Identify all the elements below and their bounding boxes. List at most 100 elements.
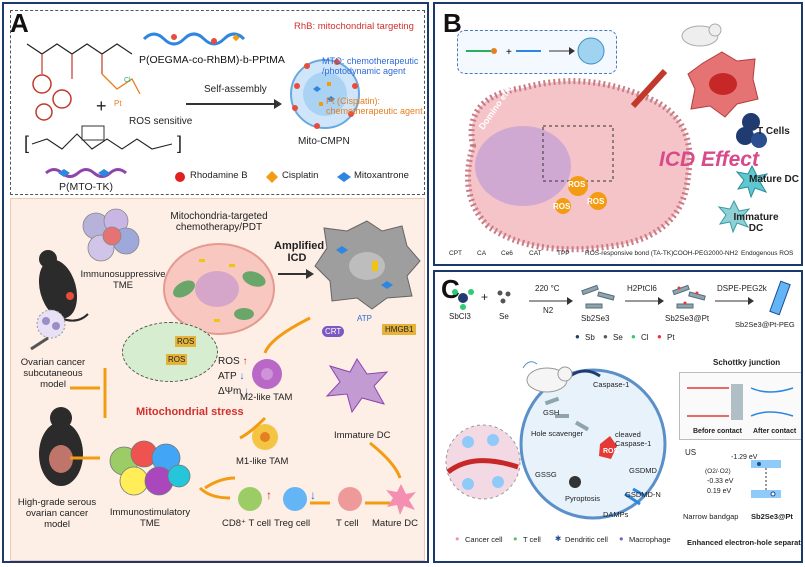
legend-c-tcell: T cell [523, 535, 541, 544]
legend-c-mac-dot: ● [619, 534, 624, 543]
legend-c-dc: Dendritic cell [565, 535, 608, 544]
sb2se3-pt-label: Sb2Se3@Pt [665, 314, 710, 323]
legend-b-endo-ros: Endogenous ROS [741, 250, 794, 257]
dpsi-text: ΔΨm [218, 386, 242, 397]
el-se: Se [613, 333, 623, 342]
sb2se3-label: Sb2Se3 [581, 314, 610, 323]
mature-dc-icon [386, 484, 416, 515]
arrow-c3 [715, 297, 754, 305]
ros-text: ROS [218, 356, 240, 367]
polymer1-structure: Pt Cl [26, 43, 141, 121]
crt-label: CRT [322, 326, 345, 337]
plus-c: + [481, 290, 489, 304]
h2ptcl6-label: H2PtCl6 [627, 284, 657, 293]
immature-dc-icon [325, 358, 389, 414]
syringe-icon [30, 309, 66, 351]
schottky-bands [687, 384, 794, 420]
hgs-model-label: High-grade serous ovarian cancer model [17, 497, 97, 530]
t-cells-label: T Cells [757, 126, 790, 137]
immature-dc-label: Immature DC [334, 430, 391, 441]
t-cell-label: T cell [336, 518, 359, 529]
tumor-cluster-top [82, 208, 140, 262]
mouse-bottom-icon [39, 407, 83, 486]
mature-dc-label-b: Mature DC [749, 174, 800, 185]
o2-label: (O2/·O2) [705, 468, 731, 475]
before-contact: Before contact [693, 428, 743, 435]
atp-indicator: ATP ↓ [218, 371, 245, 382]
self-assembly-label: Self-assembly [204, 84, 267, 95]
panel-b: B + Domino effect ROS ROS ROS ICD Effect… [433, 2, 803, 266]
mito-stress-inset [122, 322, 218, 382]
ros-sensitive-label: ROS sensitive [129, 116, 193, 127]
ros-label-b2: ROS [587, 197, 605, 206]
polymer1-chain-icon [142, 32, 246, 46]
arrow-c2 [625, 297, 664, 305]
sb2se3-rods [581, 284, 615, 309]
immunosuppressive-label: Immunosuppressive TME [80, 269, 166, 291]
se-icon [497, 290, 511, 304]
svg-text:Pt: Pt [114, 99, 122, 108]
schottky-title: Schottky junction [713, 358, 781, 367]
legend-c-cancer-dot: ● [455, 534, 460, 543]
pw-pyroptosis: Pyroptosis [565, 494, 601, 503]
mouse-top-icon [38, 250, 89, 322]
el-pt: Pt [667, 333, 675, 342]
cd8-label: CD8⁺ T cell [222, 518, 272, 529]
atp-text: ATP [218, 371, 237, 382]
legend-mitoxantrone: Mitoxantrone [354, 170, 409, 181]
panel-a: A Pt Cl P(OEGMA-co-RhBM)-b-PPtMA + Self-… [2, 2, 429, 563]
t-cell-icon [338, 487, 362, 511]
ev3-label: 0.19 eV [707, 488, 732, 495]
panel-c: C SbCl3 + Se 220 °C N2 Sb2Se3 H2PtCl6 Sb… [433, 270, 803, 563]
cd8-cell-icon [238, 487, 262, 511]
legend-b-tpp: TPP [557, 250, 570, 257]
legend-c-tcell-dot: ● [513, 534, 518, 543]
treg-down-arrow: ↓ [310, 488, 316, 502]
polymer2-structure: [ ] [24, 125, 182, 153]
hmgb1-label: HMGB1 [382, 324, 417, 335]
mouse-icon-b [681, 23, 722, 47]
el-pt-dot: ● [657, 332, 662, 341]
sbcl3-label: SbCl3 [449, 312, 471, 321]
cond1-label: 220 °C [535, 284, 560, 293]
immature-dc-icon-b [717, 199, 751, 233]
arrow-c1 [529, 297, 573, 305]
el-sb: Sb [585, 333, 595, 342]
legend-b-peg: COOH-PEG2000-NH2 [673, 250, 739, 257]
pw-gsh: GSH [543, 408, 560, 417]
el-cl-dot: ● [631, 332, 636, 341]
legend-cisplatin-icon [266, 171, 278, 183]
mito-cmpn-label: Mito-CMPN [298, 136, 350, 147]
pw-hole-scavenger: Hole scavenger [531, 429, 584, 438]
sbcl3-icon [452, 289, 474, 310]
legend-b-cpt: CPT [449, 250, 462, 257]
self-assembly-arrow [186, 99, 282, 109]
synthesis-scheme: + [466, 37, 605, 65]
polymer2-chain-icon [45, 168, 127, 178]
svg-text:+: + [506, 47, 512, 58]
pt-annotation: Pt (Cisplatin): chemotherapeutic agent [326, 96, 423, 116]
immunostim-label: Immunostimulatory TME [109, 507, 191, 529]
pw-gsdmd: GSDMD [629, 466, 657, 475]
sb2se3-pt-peg-label: Sb2Se3@Pt-PEG [735, 320, 795, 329]
pw-damps: DAMPs [603, 510, 629, 519]
polymer2-name: P(MTO-TK) [59, 181, 114, 193]
legend-c-cancer: Cancer cell [465, 535, 503, 544]
m1-label: M1-like TAM [236, 456, 289, 467]
t-cells-icon [736, 113, 767, 148]
panel-b-label: B [443, 8, 462, 38]
legend-rhodamine: Rhodamine B [190, 170, 248, 181]
dying-tumor-cell [314, 220, 421, 310]
pw-cleaved-casp: cleaved Caspase-1 [615, 430, 652, 448]
legend-c-dc-dot: ✱ [555, 534, 562, 543]
mouse-icon-c [522, 361, 573, 393]
plus-sign: + [96, 96, 107, 116]
tumor-tissue-circle [445, 424, 521, 500]
sb2se3-pt-peg-rod [769, 280, 791, 316]
polymer1-name: P(OEGMA-co-RhBM)-b-PPtMA [139, 54, 285, 66]
dpsi-indicator: ΔΨm ↓ [218, 386, 250, 397]
ros-badge-1: ROS [175, 336, 197, 347]
sb2se3-pt-rods [672, 284, 706, 309]
icd-arrow [278, 269, 314, 279]
dying-cell-b [687, 51, 759, 118]
